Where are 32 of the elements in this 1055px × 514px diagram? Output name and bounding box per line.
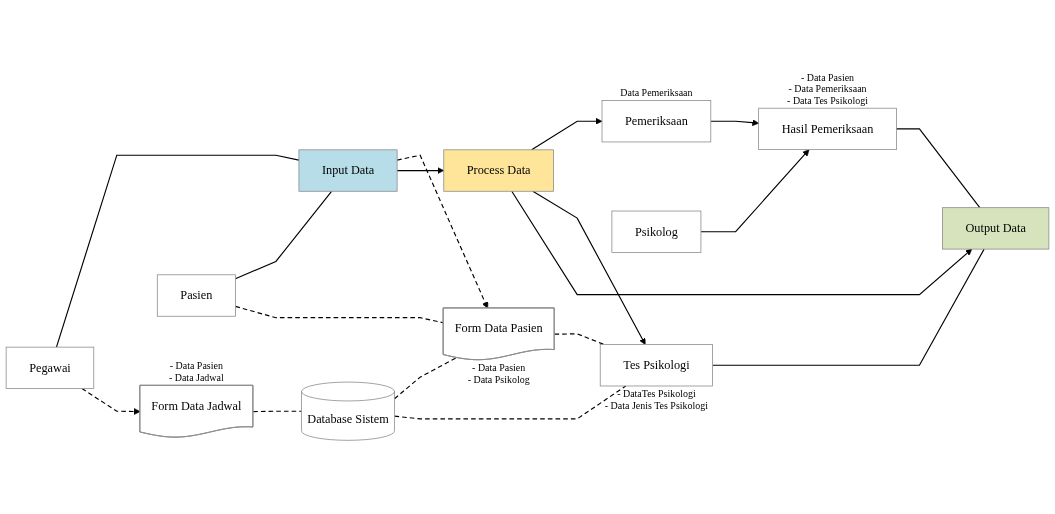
arrow bbox=[710, 119, 759, 126]
node-label: - Data Pasien bbox=[800, 71, 855, 83]
arrow bbox=[396, 167, 445, 174]
node-box: Input Data bbox=[298, 149, 398, 192]
node-label: - Data Pemeriksaan bbox=[788, 83, 867, 95]
node-label: - Data Jadwal bbox=[168, 371, 224, 383]
node-box: Hasil Pemeriksaan bbox=[758, 107, 897, 151]
arrow bbox=[396, 154, 489, 309]
node-box: Pegawai bbox=[5, 346, 95, 389]
node-label: - Data Jenis Tes Psikologi bbox=[604, 400, 709, 412]
arrow bbox=[700, 149, 810, 233]
connector bbox=[895, 128, 981, 209]
node-label: - Data Pasien bbox=[169, 360, 223, 372]
node-label: - Data Tes Psikologi bbox=[787, 94, 868, 106]
node-label: Data Pemeriksaan bbox=[620, 86, 693, 98]
connector bbox=[393, 357, 457, 400]
node-box: Process Data bbox=[443, 149, 554, 192]
connector bbox=[712, 248, 985, 366]
arrow bbox=[81, 388, 141, 415]
node-box: Pemeriksaan bbox=[601, 100, 712, 143]
node-box: Output Data bbox=[942, 207, 1050, 250]
node-label: - DataTes Psikologi bbox=[617, 388, 696, 400]
arrow bbox=[511, 190, 973, 296]
node-box: Tes Psikologi bbox=[599, 344, 713, 387]
node-label: - Data Psikolog bbox=[467, 373, 530, 385]
connector bbox=[55, 154, 300, 348]
node-box: Psikolog bbox=[611, 210, 702, 253]
arrow bbox=[531, 117, 603, 151]
connector bbox=[234, 190, 333, 280]
node-label: - Data Pasien bbox=[472, 362, 526, 374]
arrow bbox=[532, 190, 646, 345]
node-box: Pasien bbox=[156, 274, 236, 317]
